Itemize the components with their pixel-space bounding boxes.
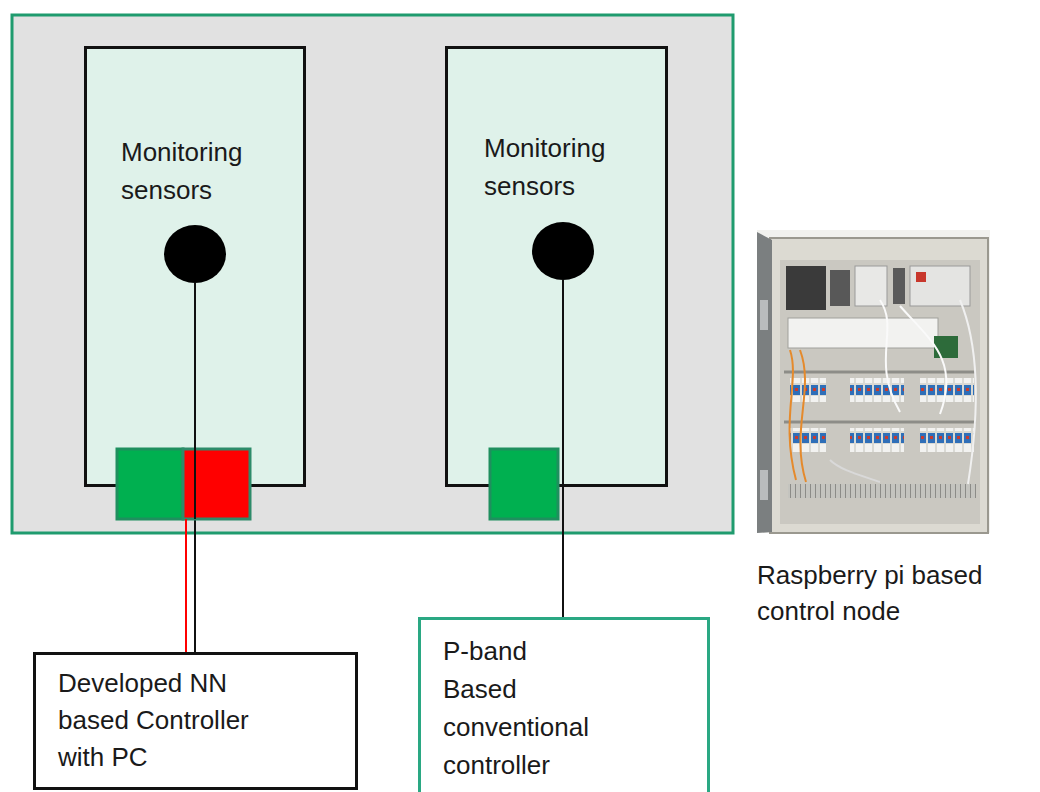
terminal-strip bbox=[788, 484, 976, 498]
wire bbox=[790, 350, 796, 480]
box-label: Monitoring sensors bbox=[121, 133, 271, 209]
wire bbox=[830, 460, 880, 482]
actuator-square bbox=[490, 449, 558, 519]
controller-box: P-band Based conventional controller bbox=[418, 617, 710, 792]
relay-row bbox=[790, 378, 826, 402]
photo-caption: Raspberry pi based control node bbox=[757, 557, 1027, 629]
sensor-dot bbox=[532, 222, 594, 280]
controller-box: Developed NN based Controller with PC bbox=[33, 652, 358, 790]
power-supply bbox=[786, 266, 826, 310]
door-hinge bbox=[760, 300, 768, 330]
wire bbox=[800, 350, 806, 482]
din-rail bbox=[784, 421, 976, 424]
relay-row bbox=[920, 428, 974, 452]
wire bbox=[880, 300, 900, 412]
wire bbox=[960, 300, 976, 484]
sensor-wire bbox=[194, 283, 196, 519]
cabinet-door bbox=[757, 232, 772, 533]
indicator bbox=[916, 272, 926, 282]
cabinet-body bbox=[770, 238, 988, 533]
door-hinge bbox=[760, 470, 768, 500]
control-cabinet-photo bbox=[757, 230, 990, 533]
breaker bbox=[830, 270, 850, 306]
box-label: Monitoring sensors bbox=[484, 129, 634, 205]
box-label: P-band Based conventional controller bbox=[443, 632, 599, 784]
actuator-wire bbox=[185, 519, 187, 652]
raspberry-pi-board bbox=[934, 336, 958, 358]
actuator-square bbox=[183, 449, 250, 519]
actuator-square bbox=[117, 449, 183, 519]
sensor-wire bbox=[562, 280, 564, 519]
relay-row bbox=[850, 378, 904, 402]
photo-ground bbox=[757, 230, 990, 533]
mounting-plate bbox=[780, 260, 980, 524]
system-ground bbox=[12, 15, 733, 533]
breaker bbox=[855, 266, 887, 306]
din-rail bbox=[784, 371, 976, 374]
box-label: Developed NN based Controller with PC bbox=[58, 665, 273, 776]
relay-row bbox=[790, 428, 826, 452]
breaker bbox=[893, 268, 905, 304]
relay-row bbox=[850, 428, 904, 452]
sensor-dot bbox=[164, 225, 226, 283]
wire bbox=[900, 306, 946, 414]
